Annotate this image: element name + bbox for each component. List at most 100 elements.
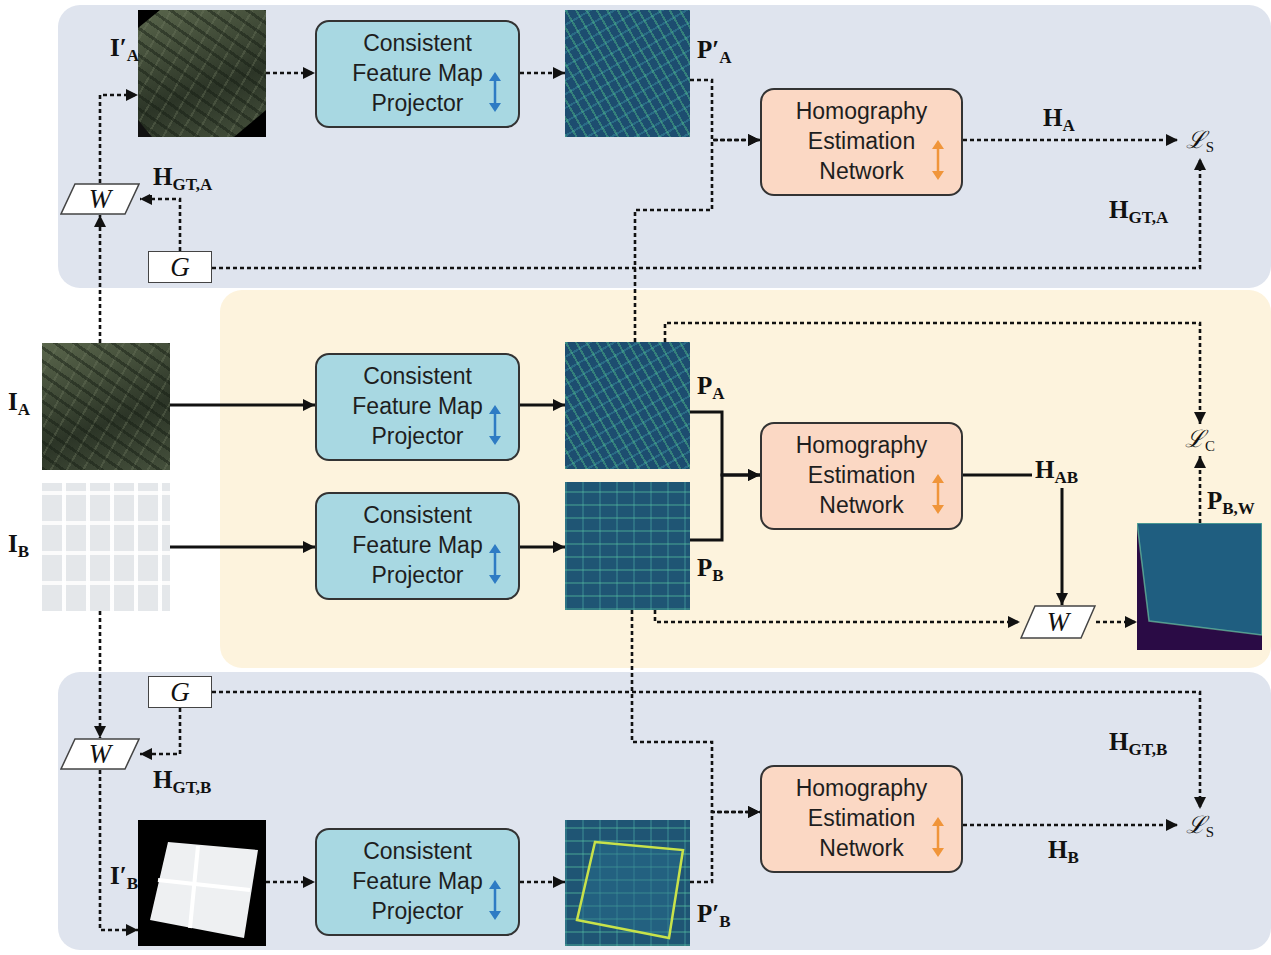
image-label: PB xyxy=(697,554,724,586)
math-subscript: S xyxy=(1206,139,1214,155)
math-subscript: A xyxy=(127,46,139,65)
box-label: Consistent Feature Map Projector xyxy=(338,25,498,123)
math-subscript: B xyxy=(127,874,138,893)
math-subscript: B xyxy=(719,912,730,931)
connector xyxy=(963,824,1178,827)
edge-label: HB xyxy=(1045,836,1082,868)
connector xyxy=(520,546,565,549)
image-label: I′A xyxy=(110,34,139,66)
connector xyxy=(520,404,565,407)
math-symbol: H xyxy=(153,766,172,793)
math-symbol: I xyxy=(8,530,18,557)
operator-symbol: G xyxy=(170,679,190,706)
warp-operator: W xyxy=(60,183,140,215)
math-symbol: P xyxy=(1207,487,1222,514)
box-label: Consistent Feature Map Projector xyxy=(338,833,498,931)
connector xyxy=(963,139,1178,142)
connector xyxy=(99,611,102,738)
math-symbol: H xyxy=(1048,836,1067,863)
image-thumbnail: I′A xyxy=(138,10,266,137)
edge-label: HAB xyxy=(1032,456,1081,488)
math-symbol: ℒ xyxy=(1186,126,1206,154)
math-subscript: A xyxy=(712,384,724,403)
math-symbol: P xyxy=(697,554,712,581)
math-subscript: B,W xyxy=(1222,499,1255,518)
connector xyxy=(632,610,760,812)
connector xyxy=(99,215,102,343)
math-symbol: I′ xyxy=(110,862,127,889)
math-subscript: GT,B xyxy=(172,778,211,797)
math-subscript: GT,A xyxy=(1128,208,1168,227)
operator-symbol: G xyxy=(170,254,190,281)
connector xyxy=(690,812,760,882)
math-subscript: AB xyxy=(1054,468,1078,487)
math-symbol: P′ xyxy=(697,900,719,927)
image-label: P′B xyxy=(697,900,731,932)
connector xyxy=(690,475,760,540)
loss-term: ℒC xyxy=(1178,424,1222,456)
math-subscript: B xyxy=(1067,848,1078,867)
image-label: IB xyxy=(8,530,29,562)
image-thumbnail: IA xyxy=(42,343,170,470)
math-symbol: H xyxy=(1109,728,1128,755)
math-symbol: H xyxy=(1043,104,1062,131)
connector xyxy=(635,140,760,342)
image-thumbnail: I′B xyxy=(138,820,266,946)
math-subscript: A xyxy=(18,400,30,419)
operator-symbol: W xyxy=(89,186,112,213)
connector xyxy=(170,404,315,407)
loss-term: ℒS xyxy=(1178,124,1222,158)
warped-feature xyxy=(1137,523,1262,650)
connector xyxy=(212,158,1200,268)
trainable-icon xyxy=(931,140,945,180)
loss-term: ℒS xyxy=(1178,809,1222,843)
math-subscript: GT,A xyxy=(172,175,212,194)
box-label: Homography Estimation Network xyxy=(787,770,937,868)
image-label: PB,W xyxy=(1207,487,1255,519)
math-subscript: C xyxy=(1205,438,1215,454)
process-box: Homography Estimation Network xyxy=(760,88,963,196)
loss-symbol: ℒC xyxy=(1185,426,1215,455)
warp-operator: W xyxy=(1020,605,1096,639)
process-box: Consistent Feature Map Projector xyxy=(315,353,520,461)
connector xyxy=(665,323,1200,424)
box-label: Homography Estimation Network xyxy=(787,93,937,191)
connector xyxy=(690,412,760,475)
warped-feature xyxy=(565,820,690,946)
edge-label: HGT,A xyxy=(1106,196,1171,228)
trainable-icon xyxy=(931,474,945,514)
warped-overlay xyxy=(138,10,266,137)
math-symbol: H xyxy=(1109,196,1128,223)
connector xyxy=(170,546,315,549)
connector xyxy=(100,770,138,930)
trainable-icon xyxy=(488,72,502,112)
connector xyxy=(520,72,565,75)
process-box: Homography Estimation Network xyxy=(760,765,963,873)
feature-map: PB xyxy=(565,482,690,610)
math-subscript: B xyxy=(712,566,723,585)
box-label: Consistent Feature Map Projector xyxy=(338,358,498,456)
trainable-icon xyxy=(488,405,502,445)
trainable-icon xyxy=(931,817,945,857)
math-symbol: I xyxy=(8,388,18,415)
connector xyxy=(100,95,138,183)
operator-symbol: W xyxy=(1047,609,1070,636)
process-box: Consistent Feature Map Projector xyxy=(315,828,520,936)
connector xyxy=(520,881,565,884)
math-subscript: S xyxy=(1206,824,1214,840)
process-box: Consistent Feature Map Projector xyxy=(315,20,520,128)
generator-box: G xyxy=(148,676,212,708)
connector xyxy=(1096,621,1137,624)
operator-symbol: W xyxy=(89,741,112,768)
image-label: I′B xyxy=(110,862,138,894)
warp-operator: W xyxy=(60,738,140,770)
image-label: P′A xyxy=(697,36,732,68)
math-symbol: H xyxy=(1035,456,1054,483)
process-box: Homography Estimation Network xyxy=(760,422,963,530)
connector xyxy=(963,475,1062,605)
image-label: IA xyxy=(8,388,30,420)
branch-band xyxy=(220,290,1271,668)
connector xyxy=(212,692,1200,809)
box-label: Consistent Feature Map Projector xyxy=(338,497,498,595)
box-label: Homography Estimation Network xyxy=(787,427,937,525)
